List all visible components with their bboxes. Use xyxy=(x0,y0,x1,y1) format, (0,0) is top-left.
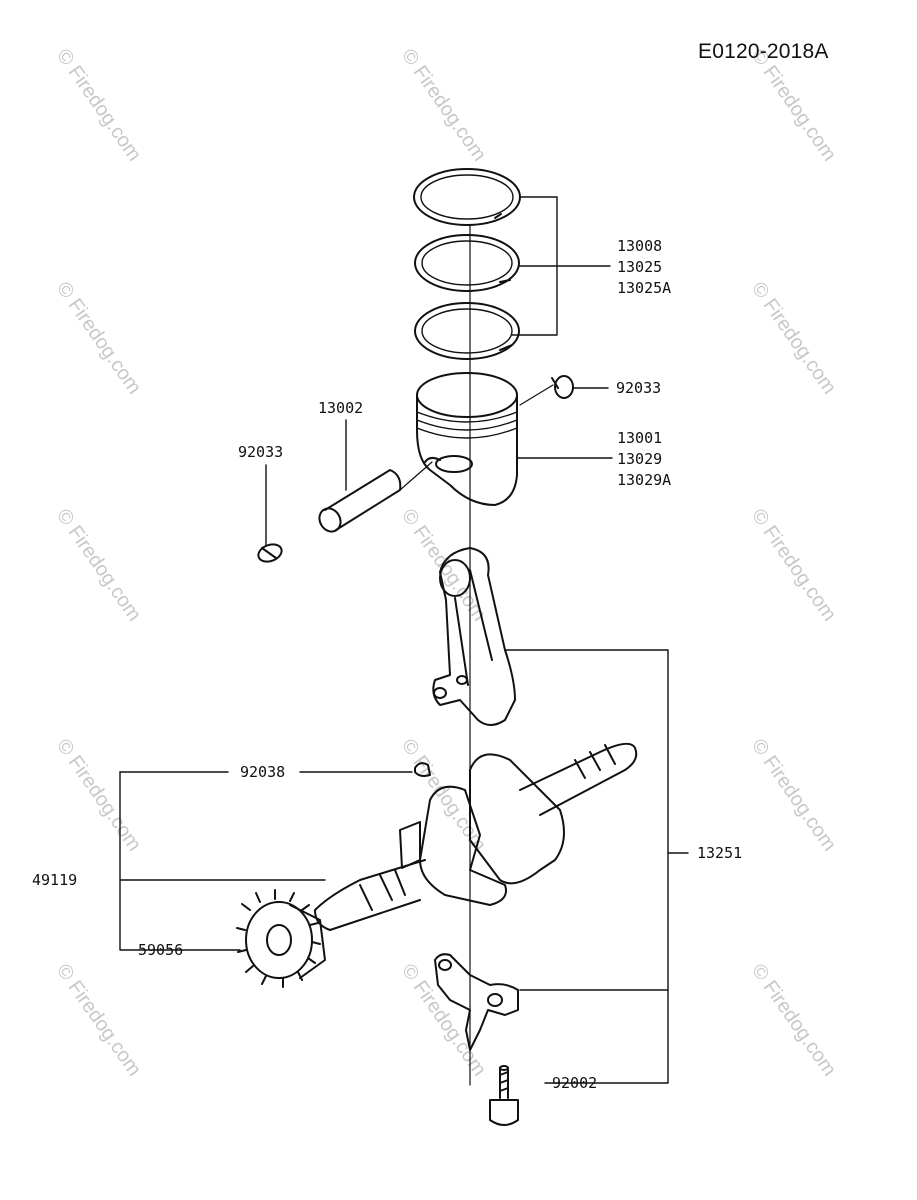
crankshaft xyxy=(314,742,638,931)
part-label-connecting-rod[interactable]: 13251 xyxy=(697,844,743,862)
piston-clip-left xyxy=(257,543,283,563)
piston-ring-oil xyxy=(414,302,520,360)
rod-bolt xyxy=(489,1065,519,1126)
part-label-piston-13029[interactable]: 13029 xyxy=(617,450,663,468)
part-label-ring-13025a[interactable]: 13025A xyxy=(617,279,672,297)
part-label-bolt[interactable]: 92002 xyxy=(552,1074,598,1092)
woodruff-key xyxy=(414,762,431,777)
part-label-gear[interactable]: 59056 xyxy=(138,941,184,959)
leader-lines xyxy=(119,196,689,1084)
piston-clip-right xyxy=(551,375,574,399)
piston-ring-middle xyxy=(414,234,520,292)
part-label-piston-13029a[interactable]: 13029A xyxy=(617,471,672,489)
crank-gear xyxy=(236,889,326,988)
part-label-piston-pin[interactable]: 13002 xyxy=(318,399,364,417)
part-label-clip-right[interactable]: 92033 xyxy=(616,379,662,397)
part-label-piston-13001[interactable]: 13001 xyxy=(617,429,663,447)
part-label-ring-13008[interactable]: 13008 xyxy=(617,237,663,255)
part-label-clip-left[interactable]: 92033 xyxy=(238,443,284,461)
connecting-rod-cap xyxy=(434,953,519,1051)
part-label-key[interactable]: 92038 xyxy=(240,763,286,781)
piston xyxy=(416,372,518,506)
part-label-crankshaft[interactable]: 49119 xyxy=(32,871,78,889)
piston-pin xyxy=(318,461,433,533)
connecting-rod xyxy=(432,547,516,726)
piston-ring-top xyxy=(413,168,521,226)
part-label-ring-13025[interactable]: 13025 xyxy=(617,258,663,276)
diagram-code: E0120-2018A xyxy=(698,40,829,63)
